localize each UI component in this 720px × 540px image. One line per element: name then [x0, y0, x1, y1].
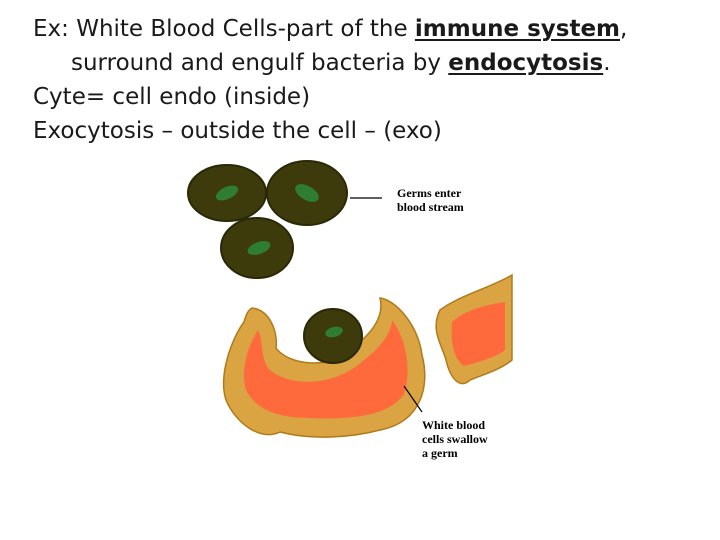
line2-text: surround and engulf bacteria by	[71, 50, 449, 76]
germ-cell-3	[220, 217, 294, 279]
white-blood-cell-right	[435, 273, 513, 385]
slide-text: Ex: White Blood Cells-part of the immune…	[33, 12, 713, 148]
line1-text: Ex: White Blood Cells-part of the	[33, 16, 415, 42]
germs-label-line-1: Germs enter	[397, 186, 462, 200]
line2-punct: .	[603, 50, 611, 76]
endocytosis-illustration: Germs enter blood stream White blood cel…	[160, 160, 520, 470]
white-blood-cell	[222, 297, 426, 438]
term-immune-system: immune system	[414, 16, 621, 42]
term-endocytosis: endocytosis	[448, 50, 604, 76]
germ-cell-2	[266, 160, 348, 226]
wbc-label-line-2: cells swallow	[422, 432, 488, 446]
text-line-4: Exocytosis – outside the cell – (exo)	[33, 118, 442, 144]
germs-label: Germs enter blood stream	[397, 186, 464, 214]
wbc-label-line-3: a germ	[422, 446, 458, 460]
illustration-svg	[187, 160, 513, 438]
germ-being-swallowed	[303, 308, 363, 364]
line1-punct: ,	[620, 16, 628, 42]
germs-label-line-2: blood stream	[397, 200, 464, 214]
text-line-2: surround and engulf bacteria by endocyto…	[33, 46, 713, 80]
germ-cell-1	[187, 164, 267, 222]
wbc-label-line-1: White blood	[422, 418, 486, 432]
wbc-label: White blood cells swallow a germ	[422, 418, 488, 460]
text-line-3: Cyte= cell endo (inside)	[33, 84, 311, 110]
wbc-pointer-line	[403, 385, 423, 413]
text-line-1: Ex: White Blood Cells-part of the immune…	[33, 12, 713, 46]
